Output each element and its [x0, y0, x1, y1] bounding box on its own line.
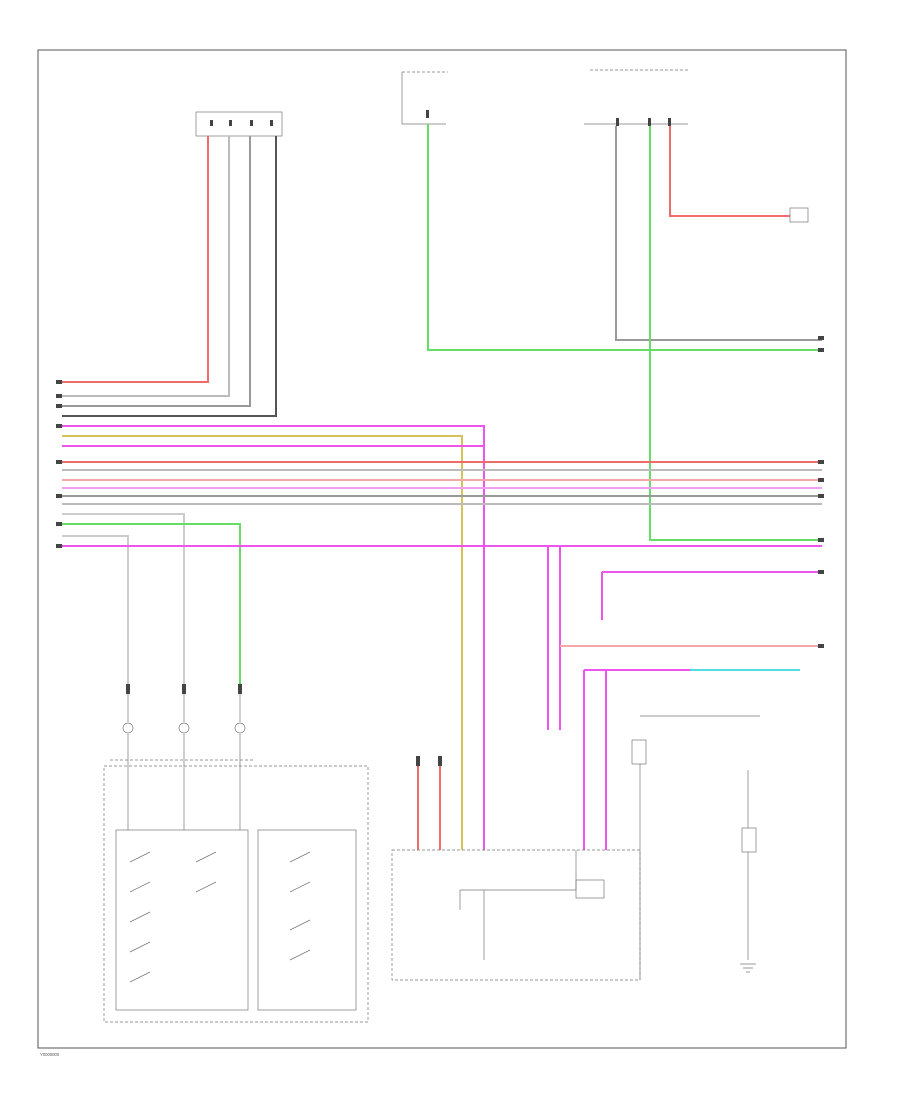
top-left-connector: [195, 111, 283, 137]
top-center-block: [401, 71, 448, 125]
bus-white-2: [62, 535, 129, 690]
diagram-frame: [37, 49, 847, 1049]
right-components: [631, 715, 760, 980]
wire-grey-top-right: [615, 126, 822, 341]
top-right-block: [584, 69, 688, 126]
wire-red-1: [62, 136, 209, 383]
wire-green-right: [649, 126, 822, 541]
bus-yellow-1: [62, 435, 463, 850]
bus-magenta-1: [62, 425, 485, 850]
right-terminals: [818, 336, 824, 648]
steering-switch-assembly: [103, 765, 369, 1023]
wire-grey-1: [62, 136, 230, 397]
bus-green-2: [62, 523, 241, 690]
bus-white-1: [62, 513, 185, 690]
left-terminals: [56, 380, 62, 548]
wire-red-right: [669, 126, 790, 217]
diagram-code: Y0000000: [40, 1052, 60, 1057]
wire-grey-2: [62, 136, 251, 407]
switch-connectors: [110, 684, 254, 830]
wire-black-1: [62, 136, 277, 417]
wire-green-top: [427, 124, 822, 351]
wire-magenta-branch-4: [583, 669, 690, 850]
combination-meter: [391, 756, 641, 981]
right-sensor: [789, 207, 809, 223]
